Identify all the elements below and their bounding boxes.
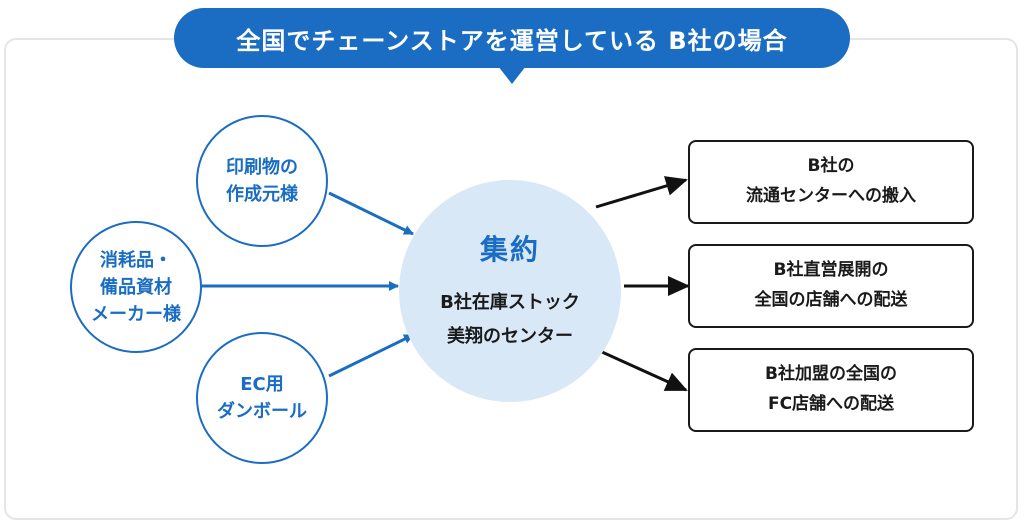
source-1-arrow — [328, 191, 414, 236]
destination-node-distribution-center: B社の 流通センターへの搬入 — [688, 140, 974, 224]
source-node-supplies-line-3: メーカー様 — [91, 303, 181, 325]
source-node-print-line-2: 作成元様 — [226, 184, 298, 205]
source-node-cardboard: EC用 ダンボール — [196, 332, 328, 464]
destination-node-direct-stores: B社直営展開の 全国の店舗への配送 — [688, 244, 974, 328]
destination-node-fc-stores: B社加盟の全国の FC店舗への配送 — [688, 348, 974, 432]
source-node-cardboard-line-2: ダンボール — [217, 401, 307, 422]
destination-1-line-1: B社の — [807, 156, 855, 177]
hub-node: 集約 B社在庫ストック 美翔のセンター — [399, 180, 621, 402]
destination-3-line-2: FC店舗への配送 — [767, 394, 895, 414]
source-node-print-line-1: 印刷物の — [226, 157, 298, 178]
title-text: 全国でチェーンストアを運営している B社の場合 — [236, 26, 788, 55]
destination-1-arrow — [595, 176, 688, 209]
destination-1-line-2: 流通センターへの搬入 — [746, 186, 916, 206]
destination-2-line-2: 全国の店舗への配送 — [754, 290, 908, 310]
hub-line-2: 美翔のセンター — [447, 326, 573, 347]
destination-3-line-1: B社加盟の全国の — [765, 364, 897, 385]
source-3-arrow — [328, 333, 414, 378]
source-node-supplies: 消耗品・ 備品資材 メーカー様 — [70, 221, 202, 353]
title-banner-pointer — [498, 66, 526, 84]
source-node-supplies-line-1: 消耗品・ — [100, 249, 172, 271]
destination-2-line-1: B社直営展開の — [773, 260, 889, 281]
source-node-cardboard-line-1: EC用 — [240, 374, 284, 395]
hub-title: 集約 — [479, 232, 540, 266]
source-node-supplies-line-2: 備品資材 — [100, 276, 172, 298]
source-node-print: 印刷物の 作成元様 — [196, 115, 328, 247]
destination-3-arrow — [601, 350, 688, 392]
title-banner: 全国でチェーンストアを運営している B社の場合 — [174, 8, 850, 68]
hub-line-1: B社在庫ストック — [440, 291, 580, 313]
